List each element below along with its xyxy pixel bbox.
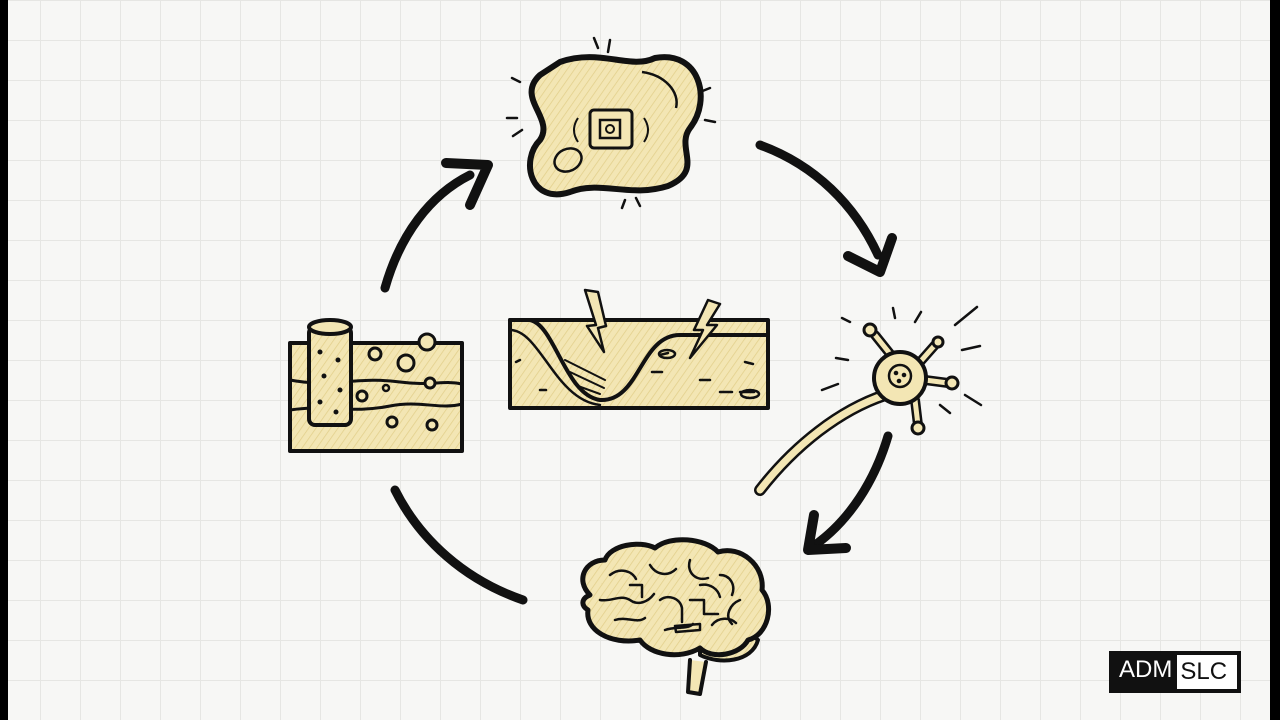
neuron-icon — [754, 305, 983, 496]
watermark-logo: ADM SLC — [1109, 651, 1242, 693]
brain-icon — [580, 537, 772, 696]
cell-icon — [505, 36, 717, 210]
arrow-cell-to-neuron — [755, 140, 897, 277]
tissue-injury-icon — [508, 288, 770, 410]
logo-part-2: SLC — [1175, 653, 1240, 691]
logo-part-1: ADM — [1111, 653, 1176, 691]
arrow-brain-to-tissue — [390, 485, 528, 605]
left-letterbox — [0, 0, 8, 720]
right-letterbox — [1270, 0, 1280, 720]
arrow-tissue-to-cell — [380, 158, 493, 293]
tissue-cross-section-icon — [288, 318, 464, 453]
arrow-neuron-to-brain — [803, 431, 893, 555]
